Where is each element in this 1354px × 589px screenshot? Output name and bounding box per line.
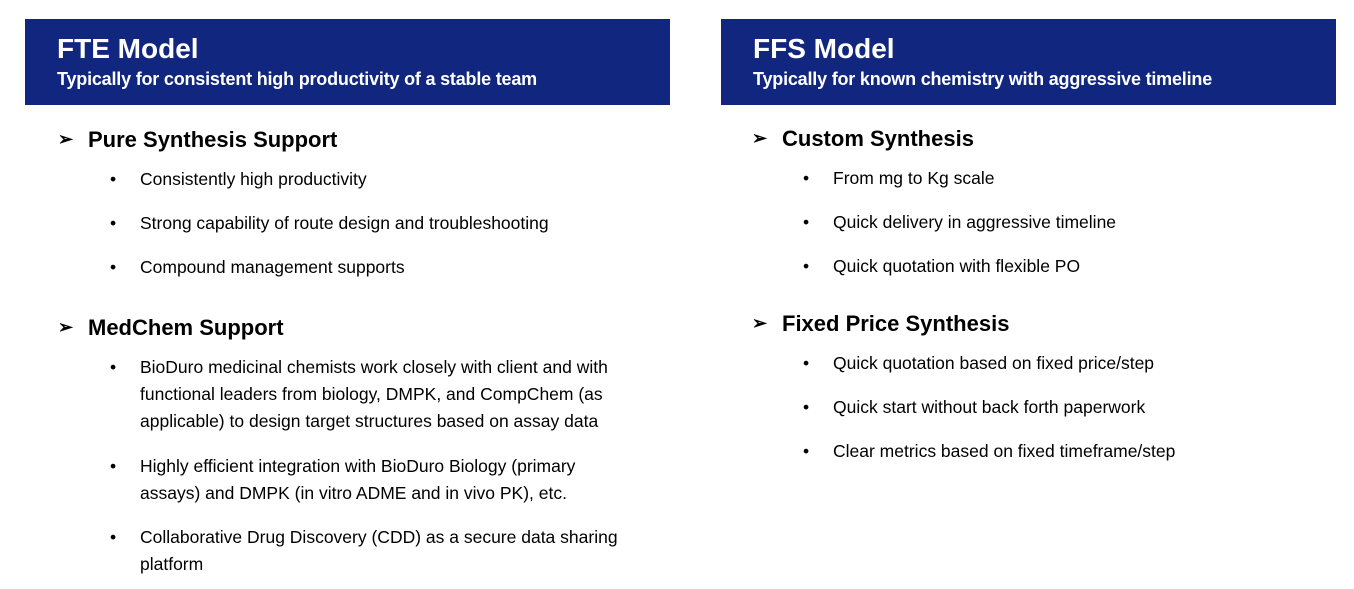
bullet-dot-icon: • xyxy=(110,169,117,189)
ffs-subtitle: Typically for known chemistry with aggre… xyxy=(753,69,1213,89)
bullet-text-line: functional leaders from biology, DMPK, a… xyxy=(140,384,603,404)
bullet-item: • Highly efficient integration with BioDu… xyxy=(110,453,576,507)
section-heading-text: Fixed Price Synthesis xyxy=(782,311,1010,336)
section-heading: ➢ Fixed Price Synthesis xyxy=(752,311,1010,337)
section-heading-text: MedChem Support xyxy=(88,315,284,340)
section-heading: ➢ MedChem Support xyxy=(58,315,284,341)
ffs-model-header: FFS Model Typically for known chemistry … xyxy=(721,19,1336,105)
bullet-text-line: Compound management supports xyxy=(140,257,405,277)
bullet-dot-icon: • xyxy=(803,397,810,417)
bullet-item: • Quick quotation based on fixed price/st… xyxy=(803,350,1155,377)
bullet-item: • From mg to Kg scale xyxy=(803,165,995,192)
bullet-text-line: BioDuro medicinal chemists work closely … xyxy=(140,357,608,377)
bullet-text-line: Highly efficient integration with BioDur… xyxy=(140,456,576,476)
bullet-item: • Clear metrics based on fixed timeframe/… xyxy=(803,438,1176,465)
bullet-dot-icon: • xyxy=(803,256,810,276)
bullet-dot-icon: • xyxy=(803,212,810,232)
section-heading-text: Pure Synthesis Support xyxy=(88,127,338,152)
bullet-item: • Collaborative Drug Discovery (CDD) as a… xyxy=(110,524,618,578)
ffs-title: FFS Model xyxy=(753,33,895,64)
bullet-text-line: Quick quotation with flexible PO xyxy=(833,256,1081,276)
bullet-dot-icon: • xyxy=(110,257,117,277)
arrow-bullet-icon: ➢ xyxy=(58,317,74,337)
bullet-text-line: From mg to Kg scale xyxy=(833,168,995,188)
section-heading-text: Custom Synthesis xyxy=(782,126,974,151)
arrow-bullet-icon: ➢ xyxy=(752,128,768,148)
bullet-text-line: assays) and DMPK (in vitro ADME and in v… xyxy=(140,483,567,503)
bullet-text-line: Clear metrics based on fixed timeframe/s… xyxy=(833,441,1176,461)
bullet-item: • Consistently high productivity xyxy=(110,166,367,193)
bullet-text-line: platform xyxy=(140,554,204,574)
bullet-dot-icon: • xyxy=(110,357,117,377)
arrow-bullet-icon: ➢ xyxy=(752,313,768,333)
fte-subtitle: Typically for consistent high productivi… xyxy=(57,69,537,89)
bullet-item: • Quick start without back forth paperwor… xyxy=(803,394,1146,421)
fte-title: FTE Model xyxy=(57,33,199,64)
section-heading: ➢ Pure Synthesis Support xyxy=(58,127,338,153)
bullet-item: • Compound management supports xyxy=(110,254,405,281)
bullet-item: • Strong capability of route design and t… xyxy=(110,210,549,237)
bullet-text-line: Strong capability of route design and tr… xyxy=(140,213,549,233)
bullet-dot-icon: • xyxy=(110,456,117,476)
bullet-item: • Quick delivery in aggressive timeline xyxy=(803,209,1117,236)
fte-model-header: FTE Model Typically for consistent high … xyxy=(25,19,670,105)
bullet-dot-icon: • xyxy=(803,441,810,461)
bullet-dot-icon: • xyxy=(803,168,810,188)
bullet-text-line: applicable) to design target structures … xyxy=(140,411,599,431)
arrow-bullet-icon: ➢ xyxy=(58,129,74,149)
bullet-dot-icon: • xyxy=(110,213,117,233)
bullet-dot-icon: • xyxy=(110,527,117,547)
section-heading: ➢ Custom Synthesis xyxy=(752,126,974,152)
bullet-text-line: Quick quotation based on fixed price/ste… xyxy=(833,353,1155,373)
bullet-item: • BioDuro medicinal chemists work closely… xyxy=(110,354,608,435)
bullet-item: • Quick quotation with flexible PO xyxy=(803,253,1081,280)
bullet-text-line: Consistently high productivity xyxy=(140,169,367,189)
bullet-dot-icon: • xyxy=(803,353,810,373)
bullet-text-line: Quick start without back forth paperwork xyxy=(833,397,1146,417)
bullet-text-line: Collaborative Drug Discovery (CDD) as a … xyxy=(140,527,618,547)
bullet-text-line: Quick delivery in aggressive timeline xyxy=(833,212,1117,232)
